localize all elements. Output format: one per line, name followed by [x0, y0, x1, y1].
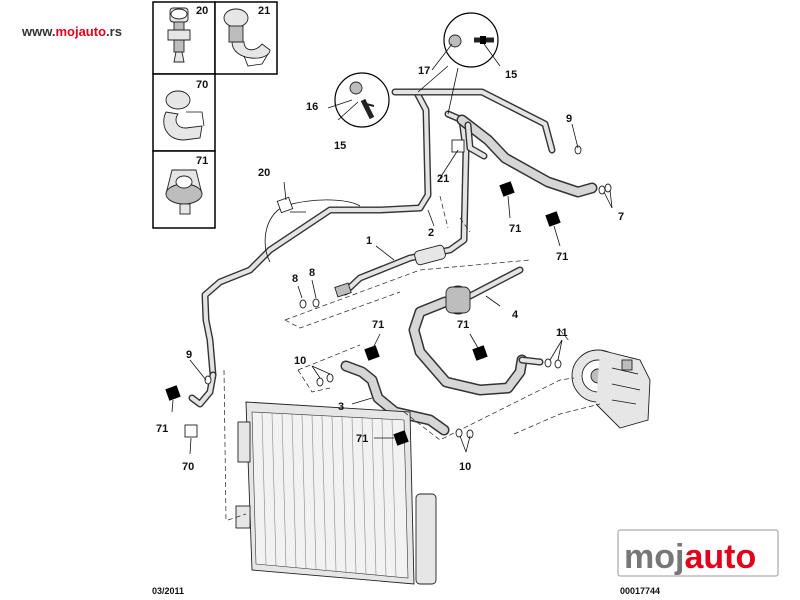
clip-20-brackets: [264, 199, 361, 263]
callout-15-right: 15: [505, 69, 517, 81]
callout-20: 20: [258, 167, 270, 179]
callout-71-a: 71: [509, 223, 521, 235]
callout-10-top: 10: [294, 355, 306, 367]
legend-number-20: 20: [196, 5, 208, 17]
legend-number-21: 21: [258, 5, 270, 17]
callout-21: 21: [437, 173, 449, 185]
callout-3: 3: [338, 401, 344, 413]
footer-reference: 00017744: [620, 586, 660, 596]
clip-71-marker: [364, 345, 380, 361]
callout-71-d: 71: [457, 319, 469, 331]
pipe-circuit: [188, 88, 598, 436]
detail-circle-15-17: [443, 12, 499, 68]
clip-21-marker: [451, 139, 465, 153]
callout-71-b: 71: [556, 251, 568, 263]
legend-number-71: 71: [196, 155, 208, 167]
clip-21-icon: [223, 8, 271, 67]
clip-70-icon: [163, 90, 205, 141]
watermark-logo: mojauto: [617, 529, 779, 577]
watermark-logo-left: moj: [624, 538, 684, 576]
dashed-guides: [223, 195, 601, 521]
watermark-url-suffix: .rs: [106, 24, 122, 39]
clip-20-icon: [167, 7, 191, 63]
clip-markers: [165, 139, 561, 446]
callout-9-top: 9: [566, 113, 572, 125]
clip-71-marker: [545, 211, 561, 227]
compressor: [571, 349, 651, 429]
callout-4: 4: [512, 309, 519, 321]
watermark-url-prefix: www.: [21, 24, 55, 39]
clip-71-marker: [472, 345, 488, 361]
condenser: [235, 401, 437, 585]
watermark-logo-right: auto: [684, 538, 756, 576]
parts-legend: 20 21 70 71: [152, 1, 278, 229]
callout-71-f: 71: [156, 423, 168, 435]
clip-71-marker: [393, 430, 409, 446]
watermark-url-brand: mojauto: [55, 24, 106, 39]
callout-1: 1: [366, 235, 372, 247]
callout-17: 17: [418, 65, 430, 77]
callout-9-left: 9: [186, 349, 192, 361]
clip-71-icon: [165, 169, 203, 215]
footer-date: 03/2011: [152, 586, 184, 596]
clip-20-marker: [276, 196, 294, 214]
callout-11: 11: [556, 327, 568, 339]
clip-71-marker: [499, 181, 515, 197]
callout-71-c: 71: [372, 319, 384, 331]
callout-70: 70: [182, 461, 194, 473]
leader-lines: [171, 43, 613, 455]
detail-circle-15-16: [334, 72, 390, 128]
callouts: 16 15 17 15 9 21 71 7 71 20 2 1 8 8 4 71…: [156, 65, 624, 473]
callout-71-e: 71: [356, 433, 368, 445]
legend-number-70: 70: [196, 79, 208, 91]
callout-8-left: 8: [292, 273, 298, 285]
clip-70-marker: [184, 424, 198, 438]
pipe-1-muffler: [334, 244, 446, 298]
callout-8-right: 8: [309, 267, 315, 279]
clip-71-marker: [165, 385, 181, 401]
callout-16: 16: [306, 101, 318, 113]
pipe-4-muffler: [445, 285, 471, 315]
seals: [204, 145, 612, 439]
callout-15-left: 15: [334, 140, 346, 152]
callout-2: 2: [428, 227, 434, 239]
callout-10-bottom: 10: [459, 461, 471, 473]
callout-7: 7: [618, 211, 624, 223]
watermark-logo-text: mojauto: [624, 538, 756, 576]
watermark-url: www.mojauto.rs: [21, 24, 122, 39]
